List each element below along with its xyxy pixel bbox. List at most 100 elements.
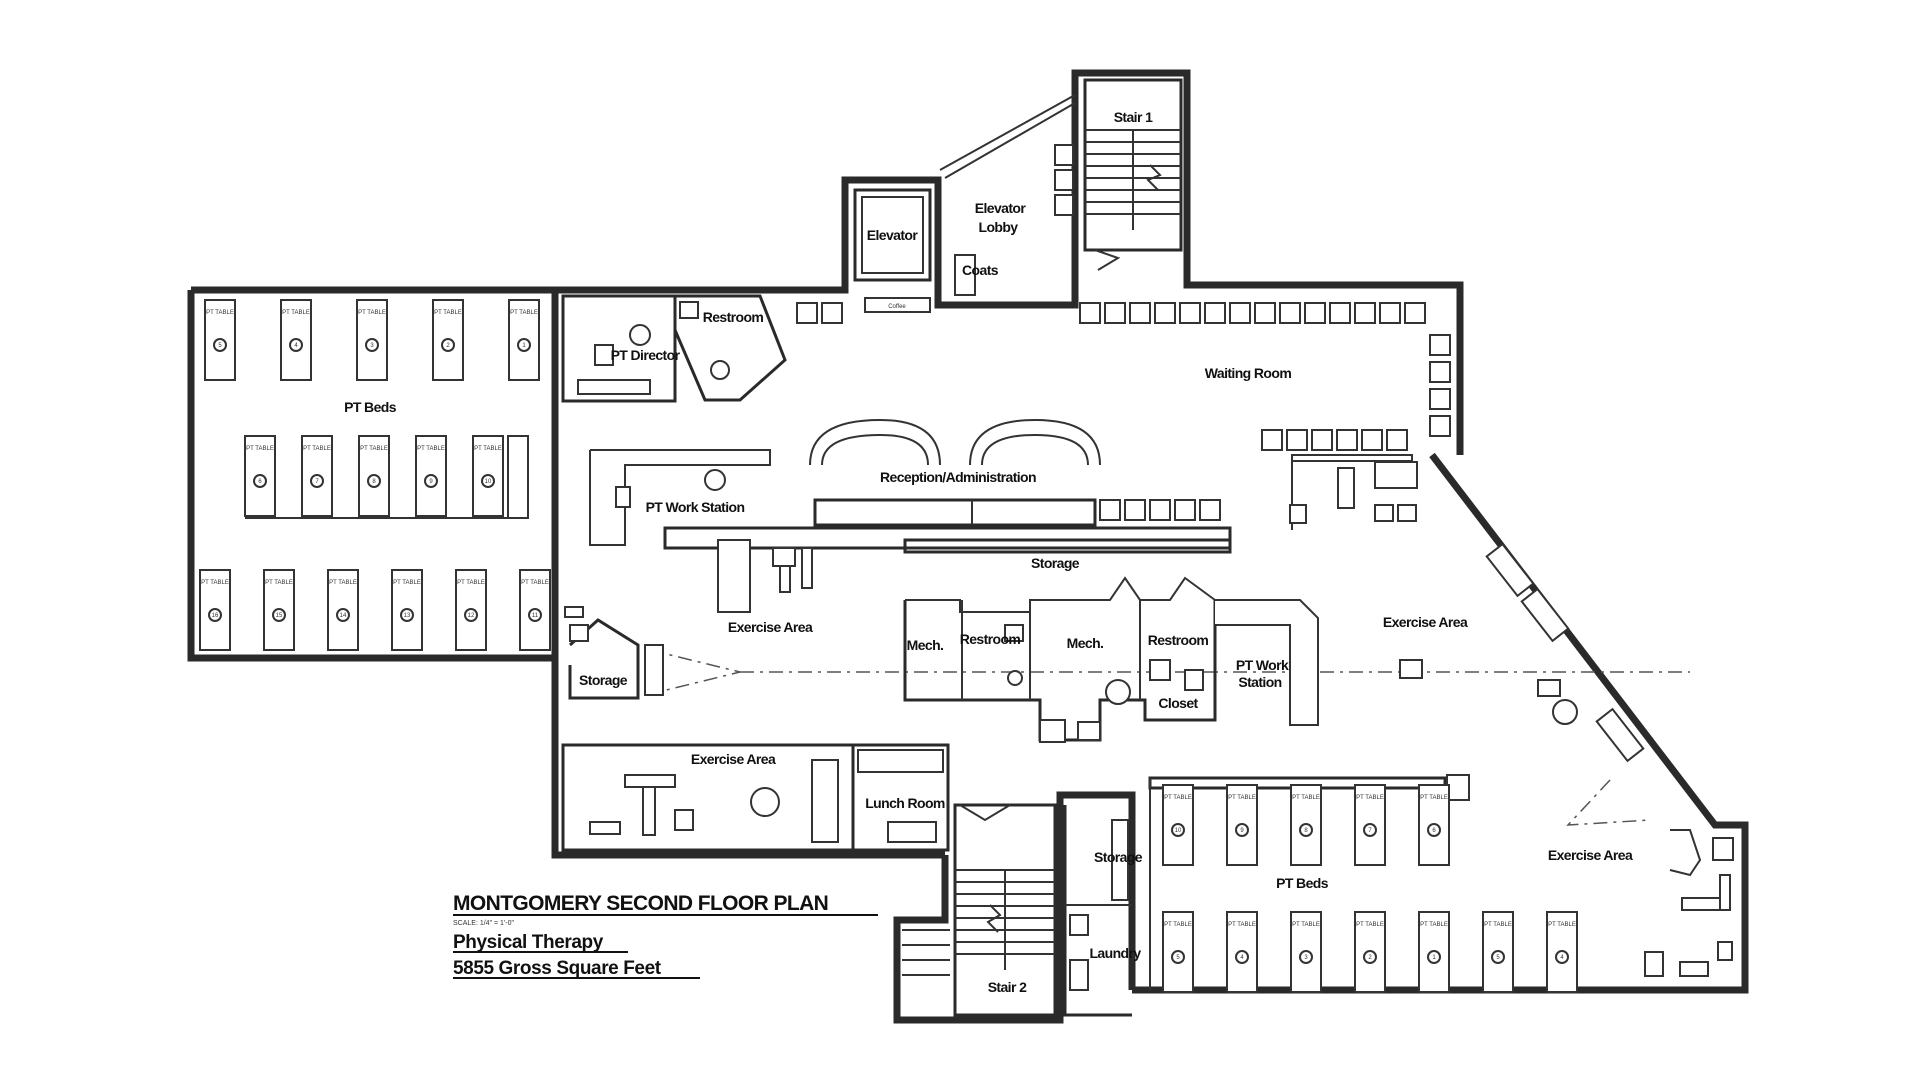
wall-stair-2 xyxy=(893,791,1136,1024)
pt-bed-tag: PT TABLE xyxy=(282,310,310,316)
exercise-area-southeast: Exercise Area xyxy=(1548,829,1734,977)
exercise-area-south: Exercise Area xyxy=(561,743,855,852)
department-name: Physical Therapy xyxy=(453,932,604,953)
pt-bed-tag: PT TABLE xyxy=(1164,795,1192,801)
pt-bed-number-marker xyxy=(528,608,542,622)
stair-2-label: Stair 2 xyxy=(988,979,1027,995)
laundry-label: Laundry xyxy=(1089,945,1141,961)
stair-2: Stair 2 xyxy=(902,803,1057,1017)
pt-bed-tag: PT TABLE xyxy=(246,446,274,452)
pt-bed-tag: PT TABLE xyxy=(303,446,331,452)
pt-bed-table xyxy=(1226,784,1258,866)
pt-bed: PT TABLE 11 xyxy=(519,569,551,651)
pt-bed-number-marker xyxy=(253,474,267,488)
pt-bed: PT TABLE 5 xyxy=(204,299,236,381)
pt-bed-number: 1 xyxy=(522,343,526,349)
pt-bed-tag: PT TABLE xyxy=(510,310,538,316)
storage-west-label: Storage xyxy=(579,672,628,688)
pt-bed: PT TABLE 5 xyxy=(1482,911,1514,993)
pt-bed-number-marker xyxy=(289,338,303,352)
pt-bed-tag: PT TABLE xyxy=(474,446,502,452)
pt-bed-number-marker xyxy=(213,338,227,352)
lunch-room-label: Lunch Room xyxy=(865,795,945,811)
pt-bed-number-marker xyxy=(1427,950,1441,964)
pt-bed: PT TABLE 10 xyxy=(472,435,504,517)
pt-bed-number: 5 xyxy=(1176,955,1180,961)
restroom-center-1-label: Restroom xyxy=(960,631,1021,647)
storage-center: Storage xyxy=(663,526,1232,571)
pt-bed-number-marker xyxy=(517,338,531,352)
pt-bed-number: 12 xyxy=(468,613,475,619)
pt-work-station-east-label-1: PT Work xyxy=(1236,657,1289,673)
mech-1-label: Mech. xyxy=(907,637,944,653)
pt-bed-tag: PT TABLE xyxy=(1356,795,1384,801)
exercise-area-south-label: Exercise Area xyxy=(691,751,776,767)
wall-west-south xyxy=(187,290,945,859)
stair-2-treads xyxy=(902,804,1055,976)
pt-bed-tag: PT TABLE xyxy=(358,310,386,316)
pt-bed-number-marker xyxy=(441,338,455,352)
pt-bed-tag: PT TABLE xyxy=(1548,922,1576,928)
pt-bed-number-marker xyxy=(272,608,286,622)
restroom-center-2-label: Restroom xyxy=(1148,632,1209,648)
elevator-label: Elevator xyxy=(867,227,919,243)
lunch-room: Lunch Room xyxy=(851,743,950,852)
pt-bed-number: 11 xyxy=(532,613,539,619)
pt-bed-tag: PT TABLE xyxy=(521,580,549,586)
pt-bed-tag: PT TABLE xyxy=(434,310,462,316)
pt-bed-number: 9 xyxy=(1240,828,1244,834)
closet-label: Closet xyxy=(1158,695,1198,711)
pt-bed-tag: PT TABLE xyxy=(201,580,229,586)
pt-bed-number-marker xyxy=(1363,950,1377,964)
restroom-top: Restroom xyxy=(673,294,787,402)
pt-bed-tag: PT TABLE xyxy=(1228,922,1256,928)
plan-scale: SCALE: 1/4" = 1'-0" xyxy=(453,920,514,927)
exercise-area-center-label: Exercise Area xyxy=(728,619,813,635)
pt-bed-number: 5 xyxy=(218,343,222,349)
pt-beds-west-label: PT Beds xyxy=(344,399,397,415)
pt-bed-number-marker xyxy=(1171,950,1185,964)
pt-bed-tag: PT TABLE xyxy=(1292,795,1320,801)
pt-bed-number-marker xyxy=(1299,950,1313,964)
elevator-lobby-label-2: Lobby xyxy=(979,219,1019,235)
pt-bed-tag: PT TABLE xyxy=(1484,922,1512,928)
pt-bed-tag: PT TABLE xyxy=(206,310,234,316)
pt-work-station-east: PT Work Station xyxy=(1215,599,1319,726)
pt-bed-number: 5 xyxy=(1496,955,1500,961)
pt-bed-number-marker xyxy=(464,608,478,622)
gross-area: 5855 Gross Square Feet xyxy=(453,958,662,979)
pt-bed-number: 6 xyxy=(1432,828,1436,834)
storage-center-label: Storage xyxy=(1031,555,1080,571)
waiting-chairs-south xyxy=(1261,429,1408,451)
pt-bed-table xyxy=(1290,784,1322,866)
pt-bed-number-marker xyxy=(1235,950,1249,964)
pt-work-station-west: PT Work Station xyxy=(589,449,771,546)
pt-bed-number-marker xyxy=(1363,823,1377,837)
pt-bed-tag: PT TABLE xyxy=(393,580,421,586)
pt-bed-number-marker xyxy=(208,608,222,622)
pt-bed-number: 16 xyxy=(212,613,219,619)
exercise-area-east-label: Exercise Area xyxy=(1383,614,1468,630)
pt-bed-number: 10 xyxy=(485,479,492,485)
stair-1-label: Stair 1 xyxy=(1114,109,1153,125)
elevator-lobby-label-1: Elevator xyxy=(975,200,1027,216)
mech-2-label: Mech. xyxy=(1067,635,1104,651)
mech-restroom-core: Mech. Restroom Mech. Restroom Closet xyxy=(903,576,1217,743)
pt-work-station-west-label: PT Work Station xyxy=(646,499,745,515)
pt-beds-south-label: PT Beds xyxy=(1276,875,1329,891)
